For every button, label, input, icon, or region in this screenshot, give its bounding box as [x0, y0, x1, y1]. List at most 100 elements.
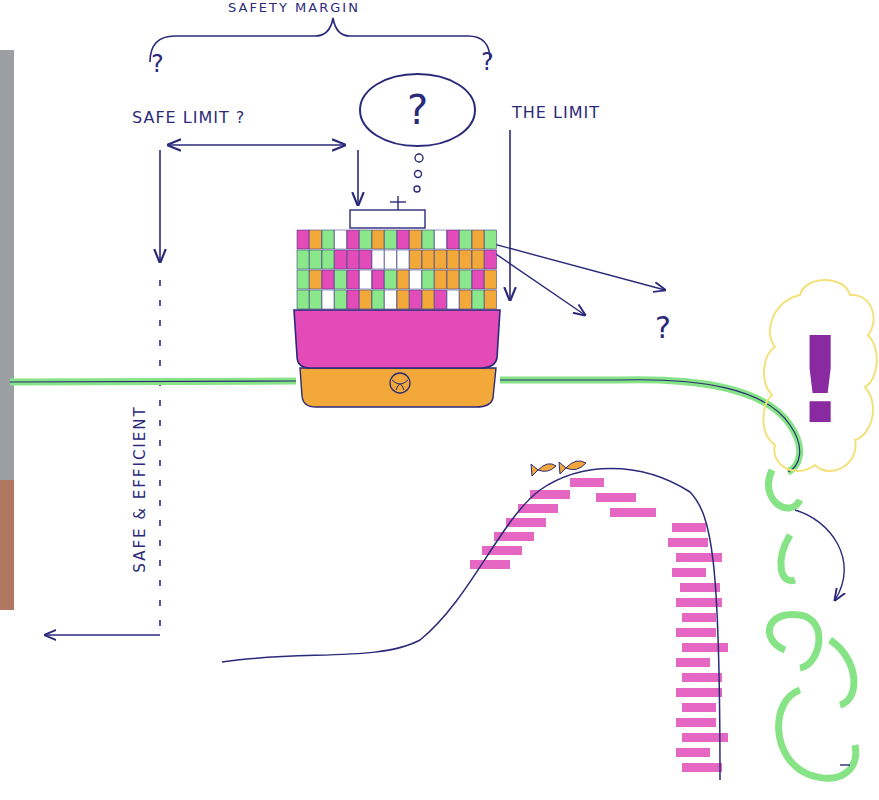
- margin-arrow: [168, 144, 345, 146]
- reef-block: [676, 718, 716, 727]
- propeller: [390, 373, 410, 393]
- thought-dot: [415, 171, 422, 178]
- container: [310, 290, 322, 309]
- wave-curl: [781, 535, 795, 581]
- container: [335, 230, 347, 249]
- reef-block: [570, 478, 604, 487]
- safe-line: [159, 280, 161, 635]
- reef-block: [680, 583, 720, 592]
- limit-arrow: [509, 130, 511, 300]
- container: [410, 230, 422, 249]
- alert-cloud: !: [760, 275, 879, 485]
- container: [322, 250, 334, 269]
- reef-block: [676, 658, 710, 667]
- ship-mast: [390, 201, 406, 202]
- container: [335, 290, 347, 309]
- propeller: [392, 380, 408, 390]
- container: [297, 290, 309, 309]
- container: [447, 230, 459, 249]
- reef-block: [530, 490, 570, 499]
- seafloor: [222, 469, 720, 781]
- wave-curl: [769, 470, 800, 508]
- container: [372, 250, 384, 269]
- container: [447, 270, 459, 289]
- container: [397, 270, 409, 289]
- container: [485, 250, 497, 269]
- reef-block: [672, 523, 706, 532]
- margin-label: SAFETY MARGIN: [228, 0, 360, 15]
- wave-mark: [840, 764, 850, 765]
- container: [397, 230, 409, 249]
- drift-arrow: [490, 250, 585, 315]
- container: [347, 270, 359, 289]
- reef-block: [682, 733, 728, 742]
- reef-block: [682, 643, 728, 652]
- thought-dot: [414, 186, 420, 192]
- reef-block: [682, 703, 716, 712]
- reef-block: [672, 568, 706, 577]
- container: [410, 270, 422, 289]
- thought-bubble-shape: [360, 74, 475, 146]
- container: [335, 270, 347, 289]
- reef-block: [668, 538, 708, 547]
- wave-curl: [830, 640, 854, 705]
- reef-block: [682, 613, 716, 622]
- container: [310, 230, 322, 249]
- container: [385, 230, 397, 249]
- thought-dot: [415, 154, 423, 162]
- ship-mast: [397, 196, 398, 210]
- container: [347, 250, 359, 269]
- container: [297, 230, 309, 249]
- container-stack: [297, 230, 497, 309]
- container: [372, 290, 384, 309]
- container: [322, 270, 334, 289]
- lower-hull: [300, 368, 496, 407]
- container: [397, 250, 409, 269]
- question-mark: ?: [151, 50, 164, 78]
- reef-block: [470, 560, 510, 569]
- container: [485, 230, 497, 249]
- limit-label: THE LIMIT: [512, 103, 600, 122]
- wave-curl: [769, 614, 819, 668]
- container-ship: [294, 196, 500, 407]
- container: [385, 250, 397, 269]
- waterline: [10, 380, 800, 472]
- container: [297, 270, 309, 289]
- container: [297, 250, 309, 269]
- container: [410, 250, 422, 269]
- container: [472, 270, 484, 289]
- wave-curl: [779, 690, 856, 778]
- limit-label: SAFE LIMIT ?: [132, 108, 245, 127]
- reef-block: [676, 553, 722, 562]
- ship-bridge: [350, 210, 425, 228]
- reef-block: [610, 508, 656, 517]
- reef-block: [596, 493, 636, 502]
- container: [435, 290, 447, 309]
- container: [460, 270, 472, 289]
- container: [372, 270, 384, 289]
- container: [447, 290, 459, 309]
- container: [447, 250, 459, 269]
- container: [347, 230, 359, 249]
- container: [360, 250, 372, 269]
- container: [372, 230, 384, 249]
- container: [322, 290, 334, 309]
- upper-hull: [294, 310, 500, 368]
- container: [472, 250, 484, 269]
- drift-arrow: [490, 243, 665, 290]
- question-mark: ?: [655, 310, 671, 345]
- container: [385, 290, 397, 309]
- container: [335, 250, 347, 269]
- limit-arrow: [159, 150, 161, 262]
- container: [360, 290, 372, 309]
- container: [310, 250, 322, 269]
- container: [472, 230, 484, 249]
- container: [322, 230, 334, 249]
- container: [435, 230, 447, 249]
- container: [422, 270, 434, 289]
- seafloor-blocks: [470, 478, 728, 772]
- photo-strip: [0, 50, 14, 610]
- zone-label: SAFE & EFFICIENT: [131, 389, 149, 589]
- question-mark: ?: [481, 48, 494, 76]
